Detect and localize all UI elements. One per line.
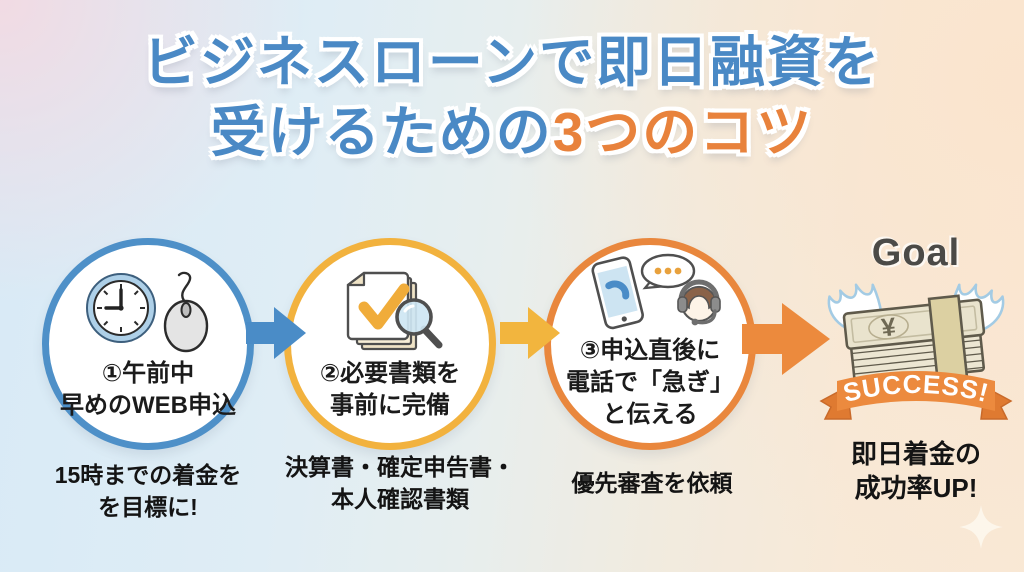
step3-label-line1: ③申込直後に [579, 337, 721, 365]
step2-caption: 決算書・確定申告書・ 本人確認書類 [268, 452, 532, 515]
sparkle-icon [959, 505, 1003, 549]
step2-circle: ②必要書類を 事前に完備 [284, 238, 496, 450]
goal-heading: Goal [871, 232, 961, 274]
step3-label-line3: と伝える [602, 400, 698, 428]
step3-caption-line1: 優先審査を依頼 [571, 470, 733, 496]
speech-bubble-icon [640, 254, 696, 290]
step3-icons [575, 253, 725, 331]
goal-caption-line2: 成功率UP! [854, 473, 978, 504]
arrow-step1-to-step2-icon [246, 307, 306, 359]
step2-label: ②必要書類を 事前に完備 [320, 358, 460, 421]
clock-and-mouse-illustration [86, 272, 209, 353]
checkmark-icon [358, 283, 410, 330]
winged-money-icon: ¥ [827, 283, 1005, 385]
documents-illustration [346, 272, 443, 351]
success-label: SUCCESS! [840, 369, 992, 408]
step3-label-line2: 電話で「急ぎ」 [566, 369, 734, 397]
arrow-step2-to-step3-icon [500, 307, 560, 359]
step1-icons [73, 268, 223, 354]
step1-caption-line1: 15時までの着金を [54, 462, 242, 488]
step1-label-line2: 早めのWEB申込 [60, 392, 236, 419]
yen-symbol: ¥ [880, 313, 898, 342]
step2-label-line2: 事前に完備 [329, 392, 450, 419]
step3-label: ③申込直後に 電話で「急ぎ」 と伝える [566, 335, 734, 430]
step1-circle: ①午前中 早めのWEB申込 [42, 238, 254, 450]
page-title: ビジネスローンで即日融資を 受けるための3つのコツ [0, 28, 1024, 168]
step2-caption-line1: 決算書・確定申告書・ [285, 454, 515, 480]
title-line2-orange: 3つのコツ [552, 100, 814, 163]
title-line1: ビジネスローンで即日融資を [142, 31, 882, 93]
step1-label-line1: ①午前中 [101, 360, 195, 388]
step2-icons [320, 268, 460, 354]
money-stack-icon: ¥ [842, 294, 986, 385]
clock-icon [86, 273, 156, 344]
computer-mouse-icon [163, 272, 209, 353]
step3-caption: 優先審査を依頼 [524, 468, 780, 500]
arrow-step3-to-goal-icon [742, 303, 830, 375]
step1-caption: 15時までの着金を を目標に! [16, 460, 280, 523]
phone-call-illustration [591, 254, 721, 330]
title-line2-blue: 受けるための [210, 100, 553, 163]
step1-label: ①午前中 早めのWEB申込 [60, 358, 236, 421]
goal-caption: 即日着金の 成功率UP! [851, 437, 981, 506]
headset-operator-icon [677, 279, 721, 326]
ribbon-banner-icon: SUCCESS! [819, 369, 1013, 420]
goal-section: Goal ¥ SUCCESS! [816, 232, 1016, 506]
smartphone-icon [591, 256, 644, 330]
magnifier-icon [395, 298, 443, 349]
goal-caption-line1: 即日着金の [850, 439, 981, 469]
step2-label-line1: ②必要書類を [319, 360, 461, 388]
step1-caption-line2: を目標に! [98, 493, 198, 520]
step2-caption-line2: 本人確認書類 [331, 485, 469, 512]
step3-circle: ③申込直後に 電話で「急ぎ」 と伝える [544, 238, 756, 450]
